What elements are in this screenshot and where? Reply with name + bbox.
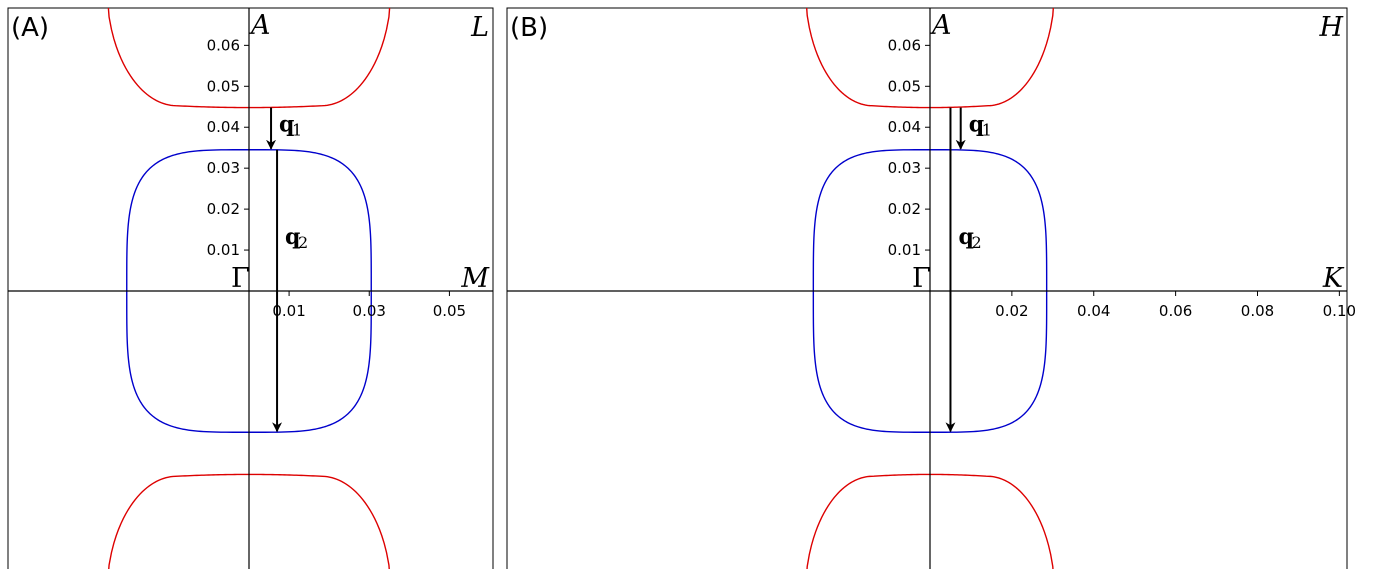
arrow-subscript: 1	[982, 121, 992, 140]
panel-label: (B)	[510, 13, 548, 43]
point-label-gamma: Γ	[231, 263, 250, 294]
y-tick-label: 0.02	[207, 200, 240, 218]
x-tick-label: 0.05	[433, 302, 466, 320]
arrow-label-q1: q	[279, 112, 294, 138]
axes-frame	[7, 7, 494, 569]
y-tick-label: 0.04	[888, 118, 921, 136]
x-tick-label: 0.06	[1159, 302, 1192, 320]
point-label-corner: L	[470, 12, 489, 43]
y-tick-label: 0.03	[888, 159, 921, 177]
point-label-x-end: M	[460, 263, 490, 294]
arrow-label-q2: q	[285, 224, 300, 250]
arrow-subscript: 2	[971, 233, 981, 252]
arrow-subscript: 1	[292, 121, 302, 140]
arrow-label-q2: q	[958, 224, 973, 250]
panel-label: (A)	[11, 13, 49, 43]
x-tick-label: 0.03	[353, 302, 386, 320]
x-tick-label: 0.10	[1323, 302, 1356, 320]
x-tick-label: 0.08	[1241, 302, 1274, 320]
panel-b: 0.02 0.04 0.06 0.08 0.10 0.01 0.02 0.03 0.04 0.05…	[506, 7, 1356, 569]
y-tick-label: 0.06	[207, 36, 240, 54]
point-label-a: A	[248, 10, 271, 41]
y-tick-label: 0.03	[207, 159, 240, 177]
y-tick-label: 0.02	[888, 200, 921, 218]
x-tick-label: 0.01	[272, 302, 305, 320]
point-label-corner: H	[1318, 12, 1343, 43]
y-tick-label: 0.05	[207, 77, 240, 95]
y-tick-label: 0.01	[207, 241, 240, 259]
x-tick-label: 0.04	[1077, 302, 1110, 320]
arrow-subscript: 2	[298, 233, 308, 252]
arrow-label-q1: q	[969, 112, 984, 138]
point-label-gamma: Γ	[912, 263, 931, 294]
y-tick-label: 0.01	[888, 241, 921, 259]
y-tick-label: 0.04	[207, 118, 240, 136]
point-label-a: A	[929, 10, 952, 41]
y-tick-label: 0.05	[888, 77, 921, 95]
x-tick-label: 0.02	[995, 302, 1028, 320]
point-label-x-end: K	[1322, 263, 1345, 294]
y-tick-label: 0.06	[888, 36, 921, 54]
